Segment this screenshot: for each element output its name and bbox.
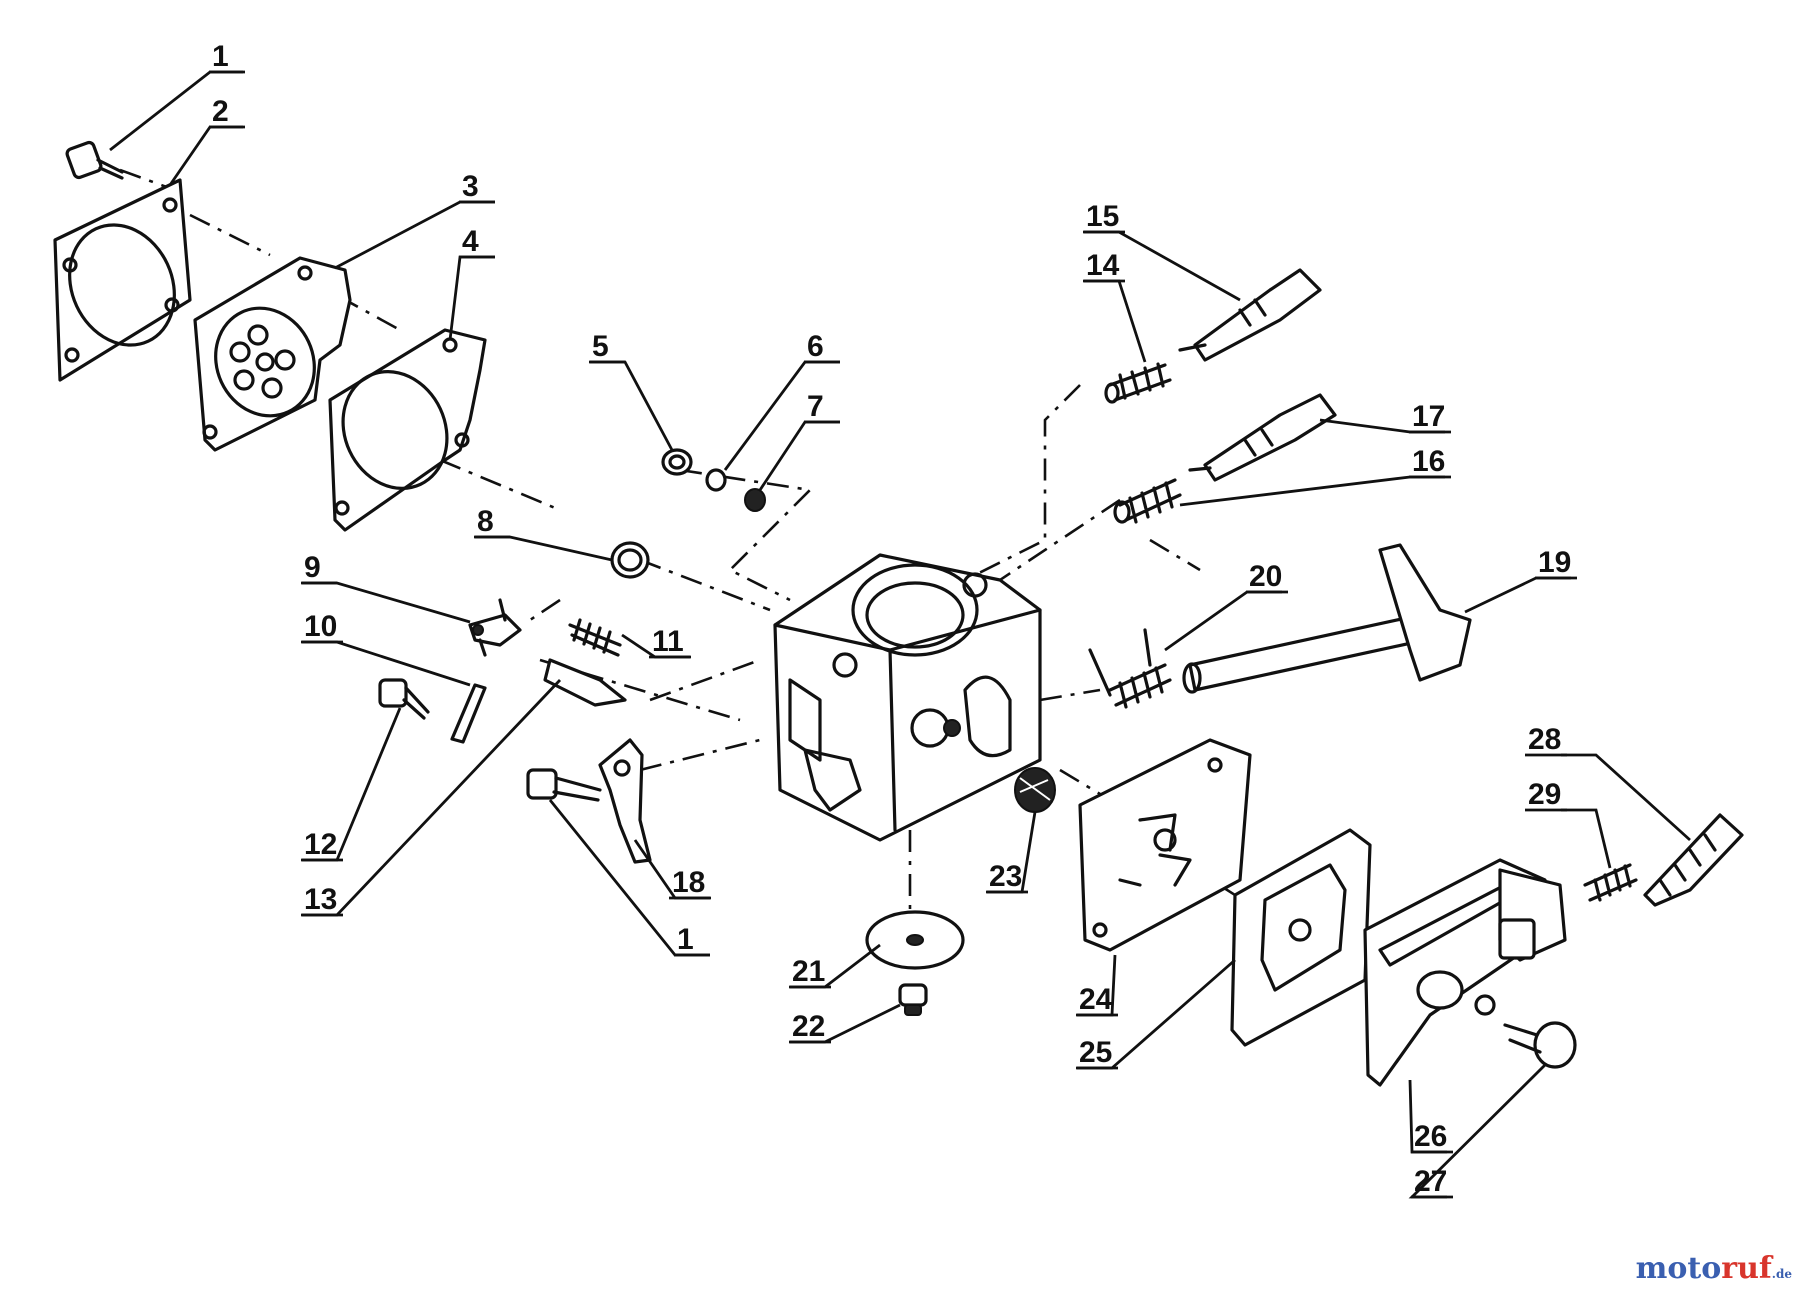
callout-label: 4 bbox=[462, 225, 479, 258]
part-plug-8 bbox=[610, 541, 650, 579]
callout-label: 18 bbox=[672, 866, 705, 899]
part-filter-7 bbox=[744, 488, 766, 512]
callout-label: 1 bbox=[677, 923, 694, 956]
part-washer-6 bbox=[705, 468, 727, 492]
callout-label: 12 bbox=[304, 828, 337, 861]
callout-label: 10 bbox=[304, 610, 337, 643]
part-pump-diaphragm-3 bbox=[193, 256, 352, 452]
callout-label: 21 bbox=[792, 955, 825, 988]
part-spring-14 bbox=[1104, 362, 1172, 404]
callout-label: 2 bbox=[212, 95, 229, 128]
assembly-lines bbox=[119, 168, 1291, 932]
part-pin-10 bbox=[450, 683, 487, 744]
part-cover-plate-2 bbox=[53, 178, 192, 382]
part-screw-1-lower bbox=[526, 768, 602, 802]
callout-label: 28 bbox=[1528, 723, 1561, 756]
part-needle-15 bbox=[1178, 268, 1322, 362]
watermark-brand-a: moto bbox=[1635, 1251, 1722, 1286]
callout-label: 9 bbox=[304, 551, 321, 584]
callout-label: 3 bbox=[462, 170, 479, 203]
part-cover-26 bbox=[1363, 858, 1567, 1087]
callout-label: 6 bbox=[807, 330, 824, 363]
part-gasket-4 bbox=[328, 328, 487, 532]
watermark-suffix: .de bbox=[1771, 1267, 1792, 1281]
callout-label: 24 bbox=[1079, 983, 1113, 1016]
part-spring-16 bbox=[1113, 478, 1182, 524]
part-spring-29 bbox=[1583, 863, 1638, 902]
callout-label: 13 bbox=[304, 883, 337, 916]
callout-label: 5 bbox=[592, 330, 609, 363]
callout-label: 20 bbox=[1249, 560, 1282, 593]
part-needle-13 bbox=[543, 658, 627, 707]
callout-label: 16 bbox=[1412, 445, 1445, 478]
callout-label: 26 bbox=[1414, 1120, 1447, 1153]
part-needle-28 bbox=[1643, 813, 1744, 907]
callout-label: 27 bbox=[1414, 1165, 1447, 1198]
callout-label: 29 bbox=[1528, 778, 1561, 811]
callout-label: 17 bbox=[1412, 400, 1445, 433]
part-throttle-plate-21 bbox=[865, 910, 965, 970]
part-spring-12 bbox=[568, 618, 622, 657]
callout-label: 23 bbox=[989, 860, 1022, 893]
callout-label: 15 bbox=[1086, 200, 1119, 233]
callout-label: 22 bbox=[792, 1010, 825, 1043]
part-ring-5 bbox=[661, 448, 693, 476]
callout-label: 7 bbox=[807, 390, 824, 423]
callout-label: 19 bbox=[1538, 546, 1571, 579]
part-throttle-shaft-19 bbox=[1182, 543, 1472, 694]
callout-label: 11 bbox=[652, 625, 684, 658]
part-bracket-18 bbox=[598, 738, 652, 864]
part-lever-9 bbox=[468, 598, 522, 657]
part-screw-27 bbox=[1503, 1021, 1577, 1069]
callout-label: 14 bbox=[1086, 249, 1120, 282]
part-screw-22 bbox=[898, 983, 928, 1016]
part-needle-17 bbox=[1188, 393, 1337, 482]
part-screw-1-top bbox=[65, 140, 124, 180]
part-carburetor-body bbox=[773, 553, 1042, 842]
part-gasket-25 bbox=[1230, 828, 1372, 1047]
callout-label: 25 bbox=[1079, 1036, 1112, 1069]
callout-label: 1 bbox=[212, 40, 229, 73]
watermark-logo: motoruf.de bbox=[1636, 1251, 1792, 1286]
part-screw-11 bbox=[378, 678, 430, 720]
part-strainer-23 bbox=[1014, 767, 1056, 813]
part-spring-20 bbox=[1088, 628, 1172, 709]
callout-label: 8 bbox=[477, 505, 494, 538]
watermark-brand-b: ruf bbox=[1721, 1251, 1772, 1286]
part-diaphragm-24 bbox=[1078, 738, 1252, 952]
